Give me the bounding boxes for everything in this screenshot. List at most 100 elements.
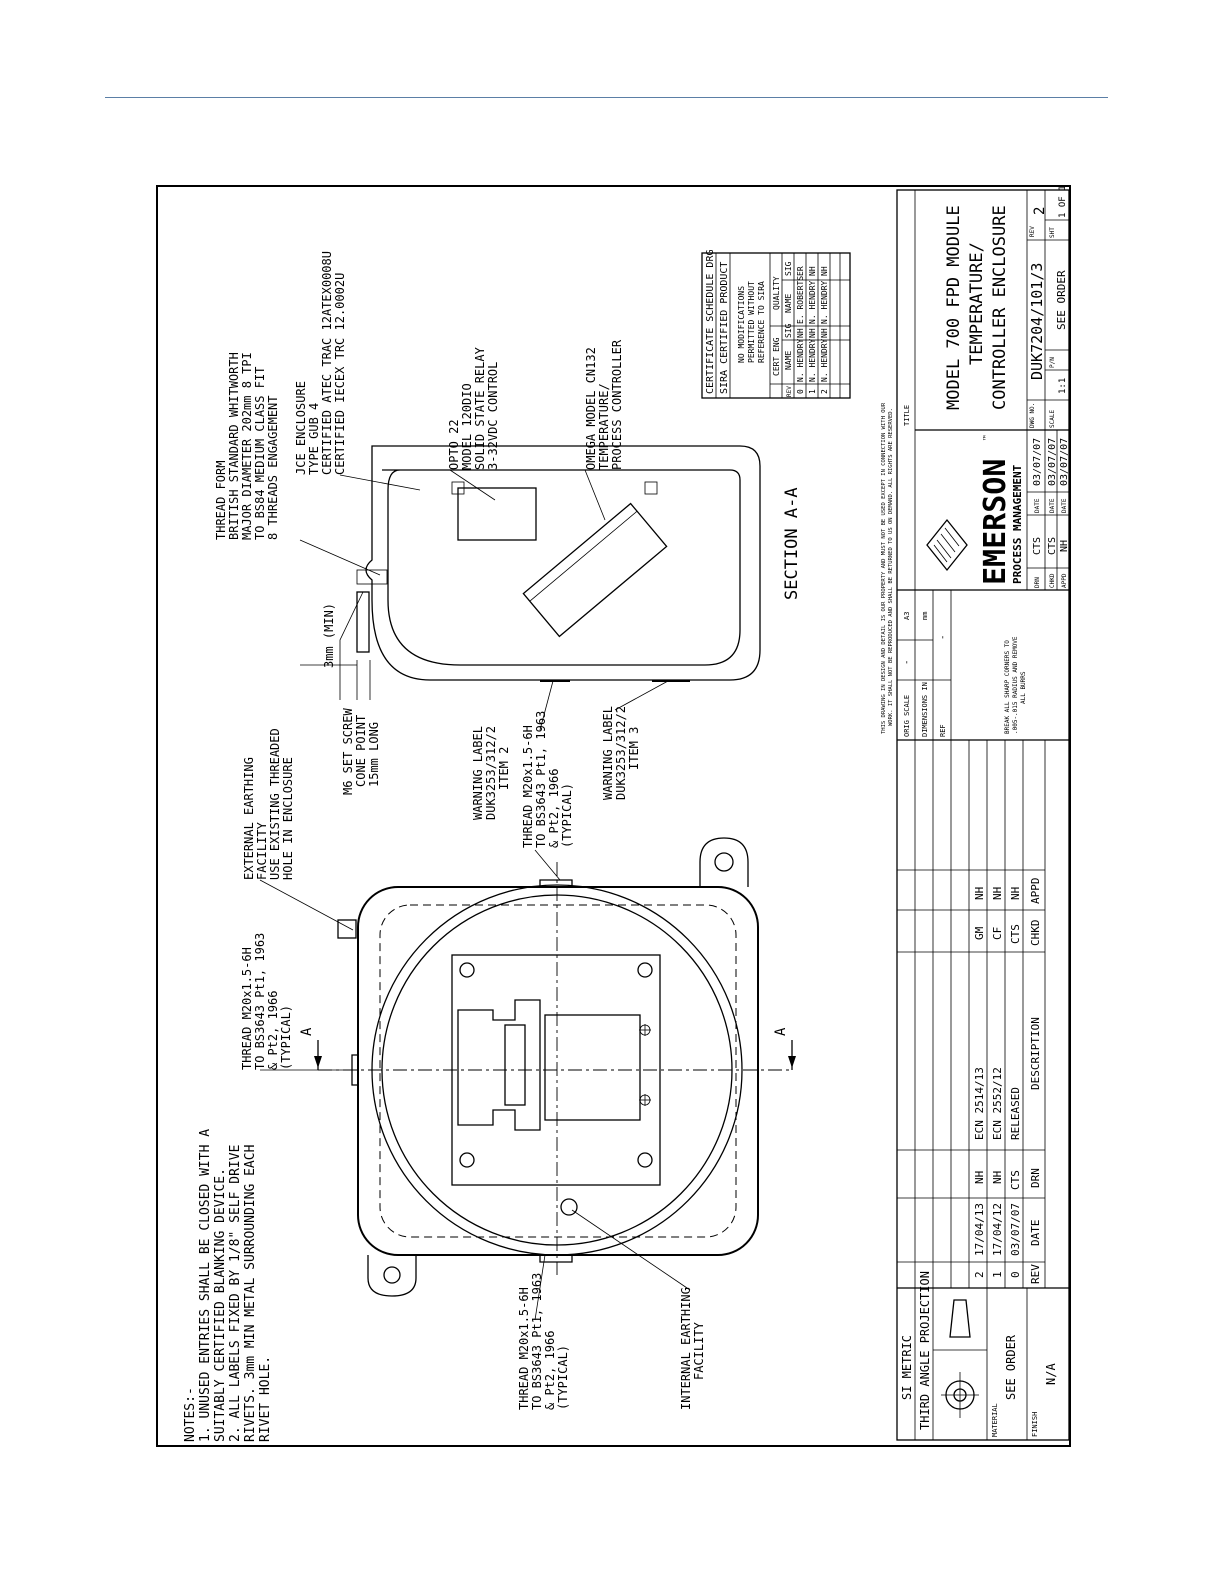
thread-label: THREAD M20x1.5-6H xyxy=(517,1287,531,1410)
internal-earth-boss xyxy=(560,1198,578,1216)
enclosure-wall-section xyxy=(365,445,761,681)
enclosure-body xyxy=(357,886,759,1256)
relay-label: 3-32VDC CONTROL xyxy=(486,362,500,470)
break-note: .005-.015 RADIUS AND REMOVE xyxy=(1012,636,1019,734)
drawing-frame xyxy=(156,185,1071,1447)
note-line: RIVET HOLE. xyxy=(258,1356,273,1442)
front-view-labels: THREAD M20x1.5-6H TO BS3643 Pt1, 1963 & … xyxy=(240,711,706,1410)
plate-screw xyxy=(459,1152,475,1168)
cert-col-header: SIG xyxy=(784,261,793,276)
enclosure-label: CERTIFIED ATEC TRAC 12ATEX0008U xyxy=(320,251,334,475)
scale-label: SCALE xyxy=(1049,410,1056,428)
lug-hole xyxy=(714,852,734,872)
thread-form-label: MAJOR DIAMETER 202mm 8 TPI xyxy=(240,352,254,540)
thread-form-label: 8 THREADS ENGAGEMENT xyxy=(266,396,280,541)
warning-label-text: ITEM 2 xyxy=(497,747,511,790)
svg-text:NH: NH xyxy=(991,887,1004,900)
svg-text:N. HENDRY: N. HENDRY xyxy=(808,338,817,382)
cable-entry xyxy=(539,879,573,887)
drn-label: DRN xyxy=(1034,577,1041,588)
svg-text:NH: NH xyxy=(820,328,829,338)
cert-group-header: CERT ENG xyxy=(772,337,781,376)
svg-text:DESCRIPTION: DESCRIPTION xyxy=(1029,1017,1042,1090)
svg-text:RELEASED: RELEASED xyxy=(1009,1087,1022,1140)
brand-subtitle: PROCESS MANAGEMENT xyxy=(1011,464,1024,584)
set-screw-label: CONE POINT xyxy=(354,715,368,787)
cert-note: NO MODIFICATIONS xyxy=(737,286,746,363)
cert-note: REFERENCE TO SIRA xyxy=(757,281,766,363)
svg-text:N. HENDRY: N. HENDRY xyxy=(808,280,817,324)
svg-text:2: 2 xyxy=(820,389,829,394)
dwg-label: DWG NO. xyxy=(1029,403,1036,428)
property-note: THIS DRAWING IN DESIGN AND DETAIL IS OUR… xyxy=(881,402,887,734)
page-header-rule xyxy=(105,97,1108,98)
thread-form-label: BRITISH STANDARD WHITWORTH xyxy=(227,352,241,540)
plate-screw xyxy=(637,1152,653,1168)
section-view xyxy=(299,445,761,731)
svg-text:NH: NH xyxy=(808,328,817,338)
break-note: BREAK ALL SHARP CORNERS TO xyxy=(1004,640,1011,734)
cert-col-header: NAME xyxy=(784,294,793,313)
plate-screw xyxy=(459,962,475,978)
section-marker: A xyxy=(299,1027,315,1036)
thread-label: & Pt2, 1966 xyxy=(547,769,561,848)
svg-text:0: 0 xyxy=(796,389,805,394)
thread-label: THREAD M20x1.5-6H xyxy=(521,725,535,848)
min-gap-label: 3mm (MIN) xyxy=(322,603,336,668)
relay-label: MODEL 120DIO xyxy=(460,383,474,470)
svg-text:NH: NH xyxy=(796,328,805,338)
revision-row: 2 17/04/13 NH ECN 2514/13 GM NH xyxy=(973,887,986,1278)
finish-label: FINISH xyxy=(1031,1412,1039,1437)
scale-value: 1:1 xyxy=(1058,378,1068,394)
thread-label: & Pt2, 1966 xyxy=(543,1331,557,1410)
warning-label-text: DUK3253/312/2 xyxy=(484,726,498,820)
thread-label: TO BS3643 Pt1, 1963 xyxy=(530,1273,544,1410)
revision-row: 0 03/07/07 CTS RELEASED CTS NH xyxy=(1009,887,1022,1278)
thread-label: (TYPICAL) xyxy=(556,1345,570,1410)
set-screw xyxy=(356,569,388,585)
thread-form-label: TO BS84 MEDIUM CLASS FIT xyxy=(253,367,267,540)
svg-text:CF: CF xyxy=(991,927,1004,940)
date-label: DATE xyxy=(1061,498,1068,513)
svg-text:REV: REV xyxy=(1029,1264,1042,1284)
thread-label: TO BS3643 Pt1, 1963 xyxy=(534,711,548,848)
orig-scale-label: ORIG SCALE xyxy=(903,695,911,737)
svg-text:2: 2 xyxy=(973,1271,986,1278)
ref-value: - xyxy=(938,635,948,640)
cert-col-header: SIG xyxy=(784,323,793,338)
internal-earthing-label: INTERNAL EARTHING xyxy=(679,1287,693,1410)
emerson-logo: EMERSON ™ PROCESS MANAGEMENT xyxy=(926,435,1024,585)
svg-text:0: 0 xyxy=(1009,1271,1022,1278)
external-earth-stud xyxy=(337,919,357,939)
section-title: SECTION A-A xyxy=(782,487,802,600)
appd-date: 03/07/07 xyxy=(1059,438,1070,486)
svg-text:03/07/07: 03/07/07 xyxy=(1009,1203,1022,1256)
drawing-title: CONTROLLER ENCLOSURE xyxy=(990,205,1010,410)
svg-text:APPD: APPD xyxy=(1029,878,1042,905)
svg-text:N. HENDRY: N. HENDRY xyxy=(796,338,805,382)
sheet-size: A3 xyxy=(903,612,911,620)
svg-text:17/04/13: 17/04/13 xyxy=(973,1203,986,1256)
warning-label-text: WARNING LABEL xyxy=(601,706,615,800)
cert-title: CERTIFICATE SCHEDULE DRG xyxy=(705,250,716,395)
controller-display xyxy=(504,1024,526,1106)
drawing-title: MODEL 700 FPD MODULE xyxy=(944,205,964,410)
front-view: A A xyxy=(259,837,796,1321)
svg-text:DRN: DRN xyxy=(1029,1168,1042,1188)
svg-text:CHKD: CHKD xyxy=(1029,920,1042,947)
dimensions-label: DIMENSIONS IN xyxy=(921,682,929,737)
relay-outline xyxy=(544,1014,641,1121)
note-line: 2. ALL LABELS FIXED BY 1/8" SELF DRIVE xyxy=(228,1145,243,1442)
cert-row: 0 N. HENDRY NH E. ROBERTS ER xyxy=(796,266,805,394)
hidden-outline xyxy=(379,904,737,1238)
external-earthing-label: USE EXISTING THREADED xyxy=(268,728,282,880)
units-label: SI METRIC xyxy=(900,1335,914,1400)
controller-section xyxy=(522,502,668,638)
chkd-label: CHKD xyxy=(1049,573,1056,588)
section-marker: A xyxy=(773,1027,789,1036)
notes-block: NOTES:- 1. UNUSED ENTRIES SHALL BE CLOSE… xyxy=(183,1129,273,1442)
set-screw-label: M6 SET SCREW xyxy=(341,708,355,795)
revision-headers: REV DATE DRN DESCRIPTION CHKD APPD xyxy=(1029,878,1042,1285)
relay-section xyxy=(457,487,537,541)
